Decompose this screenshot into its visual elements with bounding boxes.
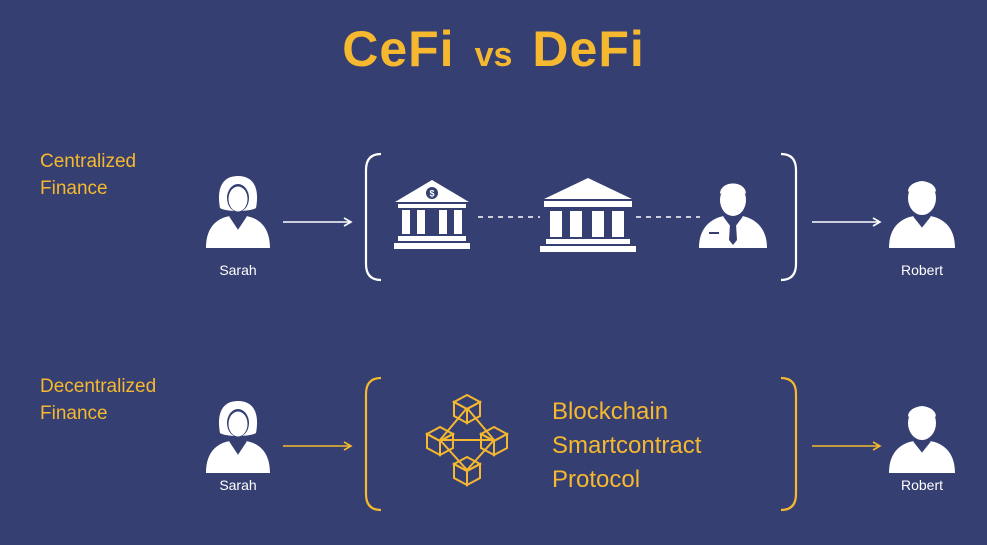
defi-label: Decentralized Finance (40, 373, 156, 427)
defi-item-blockchain: Blockchain (552, 398, 669, 425)
institution-icon (540, 178, 636, 252)
defi-sender-name: Sarah (219, 477, 257, 493)
defi-bracket-right (780, 376, 798, 512)
title-defi: DeFi (532, 21, 645, 77)
cefi-label-line2: Finance (40, 178, 108, 199)
cefi-receiver-name: Robert (900, 262, 944, 278)
robert-male-icon (889, 181, 955, 248)
title-cefi: CeFi (342, 21, 455, 77)
defi-receiver-name: Robert (900, 477, 944, 493)
defi-tech-list: Blockchain Smartcontract Protocol (552, 395, 701, 497)
defi-item-protocol: Protocol (552, 466, 641, 493)
robert-male-icon-defi (889, 406, 955, 473)
defi-label-line2: Finance (40, 403, 108, 424)
defi-item-smartcontract: Smartcontract (552, 432, 702, 459)
defi-label-line1: Decentralized (40, 376, 157, 397)
svg-text:$: $ (429, 189, 434, 199)
title-vs: vs (474, 36, 513, 74)
cefi-bracket-right (780, 152, 798, 282)
cefi-bracket-left (364, 152, 382, 282)
banker-icon (699, 183, 767, 248)
bank-icon: $ (394, 180, 470, 249)
sarah-female-icon (206, 176, 270, 248)
cefi-sender-name: Sarah (219, 262, 257, 278)
blockchain-network-icon (424, 393, 510, 487)
cefi-label-line1: Centralized (40, 151, 137, 172)
defi-bracket-left (364, 376, 382, 512)
sarah-female-icon-defi (206, 401, 270, 473)
cefi-label: Centralized Finance (40, 148, 136, 202)
